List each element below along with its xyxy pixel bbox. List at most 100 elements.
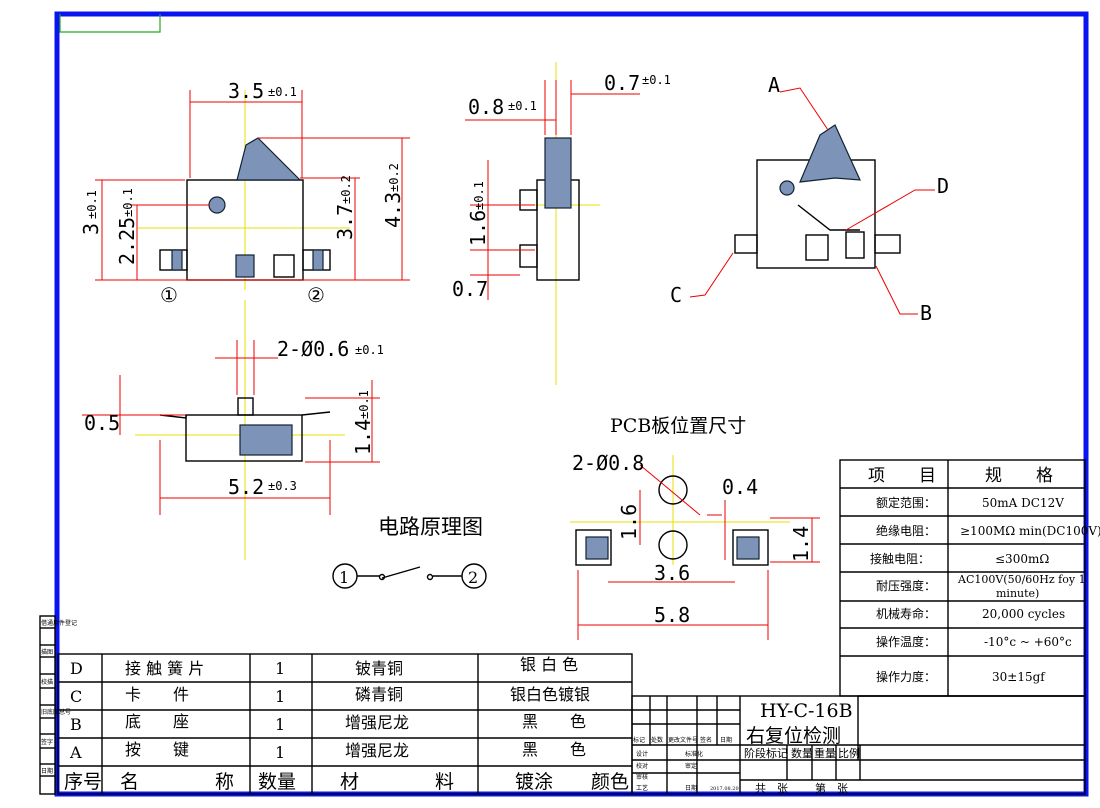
side_strip-0: 借通用件登记 — [41, 619, 77, 627]
bom-rows-1-4: 银白色镀银 — [510, 685, 590, 704]
bom-rows-2-4: 黑 色 — [522, 712, 586, 731]
spec-table: 项 目规 格 额定范围：50mA DC12V 绝缘电阻：≥100MΩ min(D… — [839, 459, 1100, 697]
dims-b14tol: ±0.1 — [357, 390, 371, 419]
spec-rows-0-1: 50mA DC12V — [982, 496, 1064, 510]
dims-s16: 1.6 — [466, 210, 490, 246]
spec-rows-6-0: 操作力度： — [876, 669, 936, 684]
side-strip: 借通用件登记 描图 校描 旧底图总号 签字 日期 — [39, 615, 77, 795]
title_block-left-0-0: 设计 — [636, 750, 648, 758]
dims-h225tol: ±0.1 — [121, 188, 135, 217]
circuit-n1: 1 — [339, 568, 349, 587]
side_strip-2: 校描 — [41, 678, 53, 686]
dims-labelC: C — [670, 283, 682, 307]
bom-rows-0-1: 接 触 簧 片 — [125, 659, 204, 678]
bom-rows-3-3: 增强尼龙 — [345, 741, 409, 760]
dims-labelD: D — [937, 174, 949, 198]
spec-rows-6-1: 30±15gf — [992, 670, 1046, 684]
dims-h37: 3.7 — [333, 204, 357, 240]
spec-head-1: 规 格 — [985, 466, 1053, 486]
dims-b05: 0.5 — [84, 411, 120, 435]
title_block-rev-0: 标记 — [633, 736, 645, 744]
dims-pin2: ② — [307, 283, 325, 307]
spec-rows-3-1: AC100V(50/60Hz foy 1 — [957, 573, 1086, 586]
title_block-left-3-0: 工艺 — [636, 784, 648, 792]
bom-rows-1-2: 1 — [275, 687, 285, 706]
pcb-d14: 1.4 — [789, 526, 813, 562]
bom-rows-3-2: 1 — [275, 743, 285, 762]
side_strip-1: 描图 — [41, 648, 53, 656]
spec-rows-5-1: -10°c ~ +60°c — [984, 635, 1072, 649]
title_block-left-2-0: 审核 — [636, 773, 648, 781]
circuit-diagram: 电路原理图 1 2 — [332, 515, 487, 589]
dims-h3: 3 — [79, 223, 103, 235]
dims-b52: 5.2 — [228, 475, 264, 499]
title_block-left-1-0: 校对 — [636, 762, 648, 770]
title_block-rev-2: 更改文件号 — [668, 736, 698, 744]
bom-rows-2-0: B — [70, 715, 82, 734]
title_block-stage-3: 比例 — [838, 746, 860, 760]
dims-h3tol: ±0.1 — [85, 190, 99, 219]
dims-s08tol: ±0.1 — [508, 99, 537, 113]
dims-h225: 2.25 — [115, 217, 139, 265]
dims-labelA: A — [768, 73, 780, 97]
bom-rows-0-2: 1 — [275, 659, 285, 678]
dims-s07toptol: ±0.1 — [642, 73, 671, 87]
pcb-d36: 3.6 — [654, 561, 690, 585]
bom-header-0: 序号 — [64, 771, 102, 793]
bom-rows-2-3: 增强尼龙 — [345, 713, 409, 732]
title_block-date: 2017.08.20 — [710, 786, 739, 792]
bom-rows-2-2: 1 — [275, 715, 285, 734]
spec-rows-4-1: 20,000 cycles — [982, 607, 1065, 621]
spec-rows-4-0: 机械寿命： — [876, 606, 936, 621]
title_block-left-0-1: 标准化 — [685, 750, 703, 758]
title_block-name: 右复位检测 — [746, 725, 841, 747]
bottom-view: 2-Ø0.6±0.1 0.5 1.4±0.1 5.2±0.3 — [82, 300, 384, 560]
spec-rows-3-0: 耐压强度： — [876, 578, 936, 593]
corner-mark — [59, 14, 161, 33]
bom-header-2: 数量 — [258, 771, 296, 793]
spec-rows-2-1: ≤300mΩ — [995, 552, 1049, 566]
title_block-left-3-1: 日期 — [685, 784, 697, 792]
pcb-layout: PCB板位置尺寸 2-Ø0.8 0.4 1.6 1.4 3.6 5.8 — [570, 415, 820, 640]
title_block-sheets-1: 第 张 — [815, 781, 848, 795]
title_block-rev-4: 日期 — [720, 736, 732, 744]
dims-s07top: 0.7 — [604, 71, 640, 95]
dims-h37tol: ±0.2 — [339, 175, 353, 204]
bom-rows-0-4: 银 白 色 — [520, 655, 578, 674]
title_block-sheets-0: 共 张 — [755, 782, 788, 795]
bom-rows-1-1: 卡 件 — [125, 685, 189, 704]
bom-header-4: 镀涂 颜色 — [515, 771, 629, 793]
bom-rows-3-0: A — [69, 743, 82, 762]
bom-rows-2-1: 底 座 — [125, 712, 189, 731]
dims-s07: 0.7 — [452, 277, 488, 301]
pcb-d58: 5.8 — [654, 603, 690, 627]
dims-b06tol: ±0.1 — [355, 343, 384, 357]
circuit-n2: 2 — [468, 568, 478, 587]
circuit-title: 电路原理图 — [378, 515, 483, 539]
spec-rows-3-2: minute) — [996, 587, 1039, 600]
pcb-hole: 2-Ø0.8 — [572, 451, 644, 475]
title-block: HY-C-16B 右复位检测 标记处数更改文件号签名日期 设计标准化 校对审定 … — [631, 695, 1086, 795]
pcb-d04: 0.4 — [722, 475, 758, 499]
bom-rows-0-0: D — [70, 659, 83, 678]
spec-head-0: 项 目 — [868, 466, 936, 486]
dims-labelB: B — [920, 301, 932, 325]
dims-h43tol: ±0.2 — [387, 163, 401, 192]
dims-w35tol: ±0.1 — [268, 85, 297, 99]
pcb-d16: 1.6 — [617, 504, 641, 540]
section-view: A D C B — [670, 73, 949, 325]
title_block-stage-2: 重量 — [814, 746, 836, 760]
side_strip-4: 签字 — [41, 738, 53, 746]
bom-rows-1-3: 磷青铜 — [355, 685, 403, 704]
dims-w35: 3.5 — [228, 79, 264, 103]
pcb-title: PCB板位置尺寸 — [610, 415, 746, 437]
spec-rows-1-0: 绝缘电阻： — [876, 523, 936, 538]
title_block-left-1-1: 审定 — [685, 762, 697, 770]
dims-s16tol: ±0.1 — [472, 181, 486, 210]
title_block-stage-1: 数量 — [791, 747, 813, 760]
title_block-model: HY-C-16B — [760, 700, 853, 722]
side_strip-3: 旧底图总号 — [41, 708, 71, 716]
dims-b14: 1.4 — [351, 419, 375, 455]
dims-b06: 2-Ø0.6 — [277, 337, 349, 361]
